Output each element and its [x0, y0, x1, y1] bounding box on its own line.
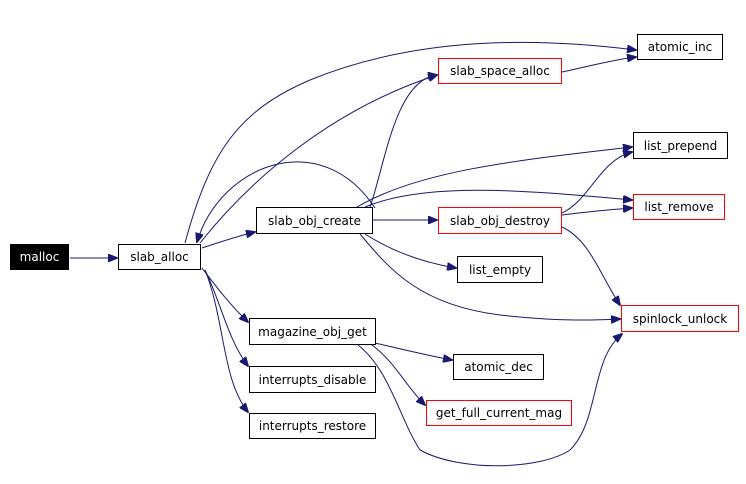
edge-slab_obj_create-slab_space_alloc: [369, 75, 437, 208]
node-malloc: malloc: [10, 244, 69, 270]
edge-slab_obj_destroy-list_prepend: [561, 152, 632, 214]
edge-slab_alloc-interrupts_disable: [204, 269, 248, 366]
edge-slab_space_alloc-atomic_inc: [561, 57, 636, 73]
node-magazine-obj-get[interactable]: magazine_obj_get: [249, 318, 376, 345]
node-get-full-current-mag[interactable]: get_full_current_mag: [426, 400, 572, 426]
edge-magazine_obj_get-atomic_dec: [374, 342, 452, 360]
node-spinlock-unlock[interactable]: spinlock_unlock: [621, 305, 739, 332]
edge-slab_obj_create-spinlock_unlock: [359, 233, 620, 320]
edge-slab_obj_create-list_remove: [364, 189, 632, 208]
edge-slab_obj_create-list_prepend: [356, 147, 632, 208]
edge-magazine_obj_get-spinlock_unlock: [357, 334, 622, 467]
node-slab-obj-destroy[interactable]: slab_obj_destroy: [438, 207, 562, 234]
node-list-remove[interactable]: list_remove: [633, 194, 725, 220]
edge-slab_obj_destroy-list_remove: [561, 208, 632, 216]
node-slab-obj-create[interactable]: slab_obj_create: [256, 207, 373, 234]
node-slab-alloc[interactable]: slab_alloc: [118, 244, 201, 270]
node-interrupts-restore[interactable]: interrupts_restore: [249, 413, 376, 439]
edge-slab_obj_create-slab_alloc: [197, 161, 376, 242]
edge-slab_alloc-atomic_inc: [184, 41, 636, 244]
edge-slab_alloc-slab_obj_create: [201, 232, 255, 249]
edge-magazine_obj_get-get_full_current_mag: [371, 344, 425, 405]
graph-edges: [70, 41, 636, 467]
node-atomic-dec[interactable]: atomic_dec: [453, 354, 544, 380]
node-list-empty[interactable]: list_empty: [457, 256, 543, 283]
node-interrupts-disable[interactable]: interrupts_disable: [249, 366, 376, 393]
edge-slab_alloc-slab_space_alloc: [199, 75, 437, 244]
node-atomic-inc[interactable]: atomic_inc: [637, 34, 723, 60]
edge-slab_alloc-magazine_obj_get: [201, 267, 248, 322]
node-list-prepend[interactable]: list_prepend: [633, 132, 728, 159]
edge-slab_obj_destroy-spinlock_unlock: [561, 226, 620, 305]
node-slab-space-alloc[interactable]: slab_space_alloc: [438, 58, 562, 84]
edge-slab_obj_create-list_empty: [364, 233, 456, 268]
edge-slab_alloc-interrupts_restore: [204, 269, 248, 412]
